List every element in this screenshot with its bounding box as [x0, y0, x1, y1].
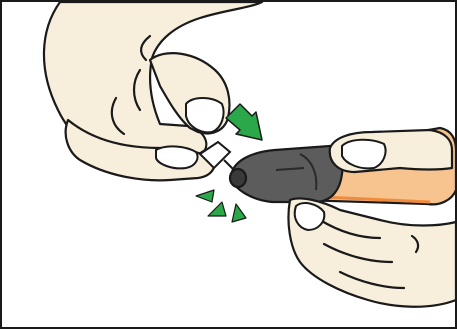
thumb-nail [156, 146, 198, 168]
right-finger-nail [295, 203, 325, 230]
